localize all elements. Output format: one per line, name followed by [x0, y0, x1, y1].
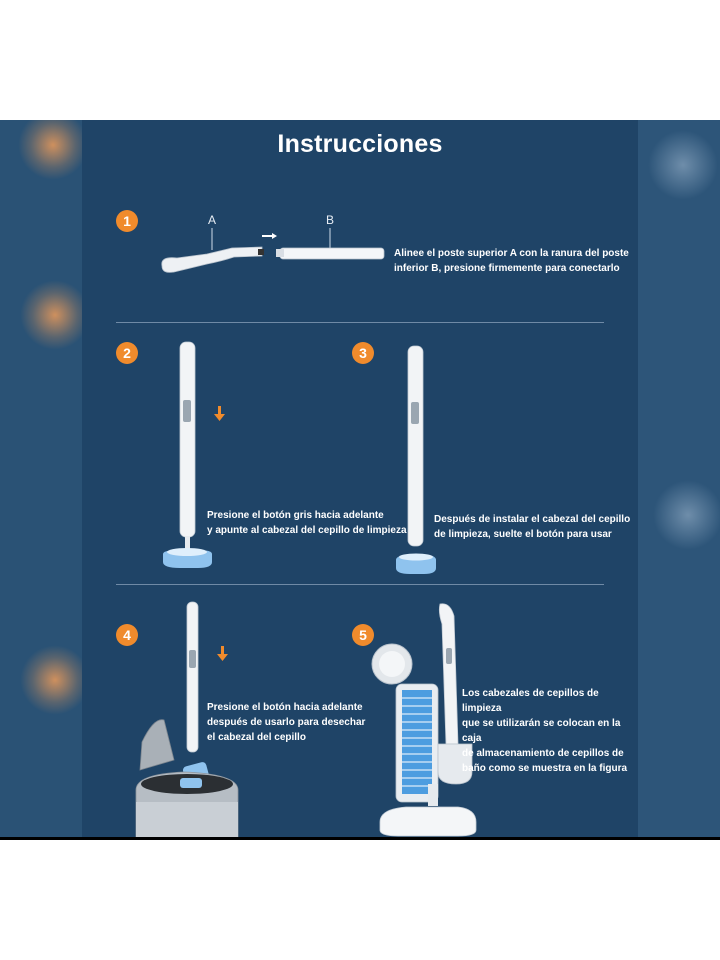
blurred-background-left	[0, 120, 90, 837]
storage-holder-illustration	[371, 603, 477, 837]
caption-line: Presione el botón hacia adelante	[207, 702, 363, 713]
caption-line: de limpieza, suelte el botón para usar	[434, 529, 612, 540]
image-border	[0, 837, 720, 840]
caption-line: Después de instalar el cabezal del cepil…	[434, 514, 631, 525]
bokeh-light	[648, 130, 718, 200]
caption-line: Presione el botón gris hacia adelante	[207, 510, 384, 521]
section-divider	[116, 322, 604, 323]
blurred-background-right	[638, 120, 720, 837]
step-4-instruction: Presione el botón hacia adelante después…	[207, 700, 365, 745]
part-label-b: B	[326, 213, 335, 227]
caption-line: Alinee el poste superior A con la ranura…	[394, 248, 629, 259]
step-1-instruction: Alinee el poste superior A con la ranura…	[394, 246, 629, 276]
bokeh-light	[20, 280, 90, 350]
pole-connection-illustration	[161, 228, 385, 273]
brush-installed-illustration	[396, 345, 436, 574]
page-title: Instrucciones	[277, 130, 443, 158]
step-5-instruction: Los cabezales de cepillos de limpieza qu…	[462, 686, 638, 776]
step-2-instruction: Presione el botón gris hacia adelante y …	[207, 508, 407, 538]
caption-line: y apunte al cabezal del cepillo de limpi…	[207, 525, 407, 536]
bokeh-light	[20, 645, 90, 715]
step-number-badge: 1	[116, 210, 138, 232]
brush-insert-illustration	[163, 341, 225, 568]
step-number-badge: 5	[352, 624, 374, 646]
brush-disposal-illustration	[135, 601, 239, 837]
instruction-panel: Instrucciones 1 A B Alinee el poste supe…	[0, 120, 720, 837]
section-divider	[116, 584, 604, 585]
caption-line: Los cabezales de cepillos de limpieza	[462, 688, 599, 714]
step-number-badge: 4	[116, 624, 138, 646]
bokeh-light	[18, 120, 88, 180]
step-number-badge: 3	[352, 342, 374, 364]
part-label-a: A	[208, 213, 217, 227]
instruction-sheet: Instrucciones 1 A B Alinee el poste supe…	[82, 120, 638, 837]
bokeh-light	[653, 480, 720, 550]
step-number-badge: 2	[116, 342, 138, 364]
caption-line: después de usarlo para desechar	[207, 717, 366, 728]
step-3-instruction: Después de instalar el cabezal del cepil…	[434, 512, 630, 542]
caption-line: inferior B, presione firmemente para con…	[394, 263, 620, 274]
caption-line: que se utilizarán se colocan en la caja	[462, 718, 621, 744]
caption-line: de almacenamiento de cepillos de	[462, 748, 624, 759]
caption-line: baño como se muestra en la figura	[462, 763, 628, 774]
caption-line: el cabezal del cepillo	[207, 732, 306, 743]
